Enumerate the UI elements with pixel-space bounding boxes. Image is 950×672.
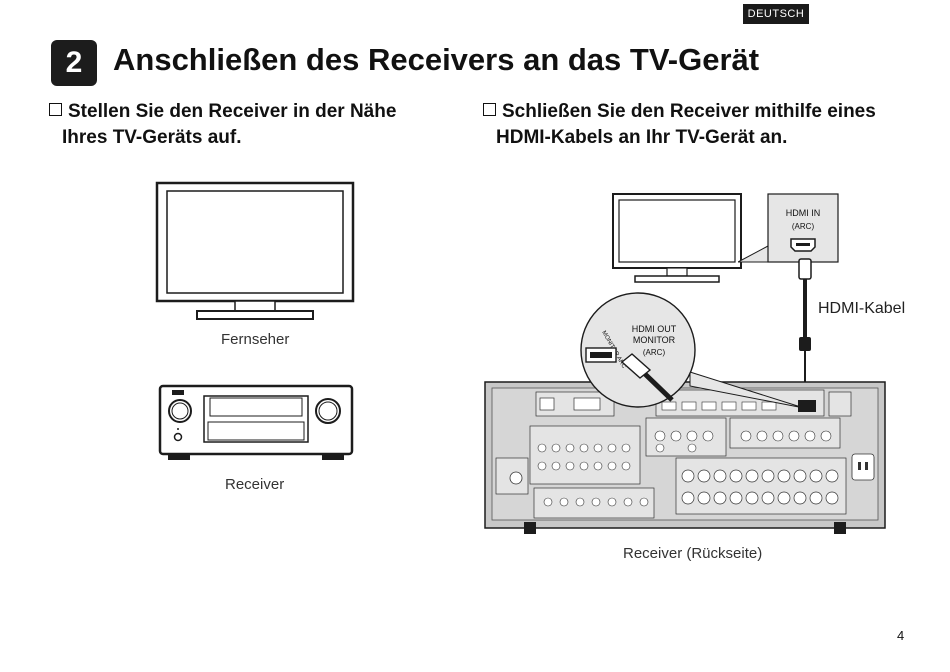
checkbox-icon [483,103,496,116]
instruction-line-1: Stellen Sie den Receiver in der Nähe [68,101,397,122]
instruction-line-2: Ihres TV-Geräts auf. [62,127,242,148]
page-title: Anschließen des Receivers an das TV-Gerä… [113,42,760,77]
receiver-caption: Receiver [225,476,285,493]
step-number-badge: 2 [51,40,97,86]
hdmi-plug-icon [620,353,674,402]
instruction-place-receiver: Stellen Sie den Receiver in der Nähe Ihr… [49,99,449,151]
monitor-label: MONITOR [633,335,676,345]
receiver-rear-panel [484,381,886,534]
receiver-front-illustration [158,384,354,460]
hdmi-out-label: HDMI OUT [632,324,677,334]
hdmi-in-arc-label: (ARC) [792,222,815,231]
hdmi-port-icon [585,347,617,363]
tv-small-illustration [612,193,742,283]
checkbox-icon [49,103,62,116]
receiver-rear-caption: Receiver (Rückseite) [623,545,763,562]
hdmi-out-callout: HDMI OUT MONITOR (ARC) MONITOR ARC [580,292,805,409]
instruction-line-1: Schließen Sie den Receiver mithilfe eine… [502,101,876,122]
hdmi-port-icon [790,238,816,252]
page-number: 4 [897,628,905,643]
hdmi-in-label: HDMI IN [786,208,821,218]
tv-caption: Fernseher [221,331,290,348]
tv-illustration [155,181,355,320]
hdmi-out-arc-label: (ARC) [643,348,666,357]
hdmi-cable-caption: HDMI-Kabel [818,300,906,317]
language-tab[interactable]: DEUTSCH [743,4,809,24]
instruction-connect-hdmi: Schließen Sie den Receiver mithilfe eine… [483,99,933,151]
hdmi-in-callout: HDMI IN (ARC) [738,193,839,263]
instruction-line-2: HDMI-Kabels an Ihr TV-Gerät an. [496,127,788,148]
hdmi-cable [798,258,812,400]
